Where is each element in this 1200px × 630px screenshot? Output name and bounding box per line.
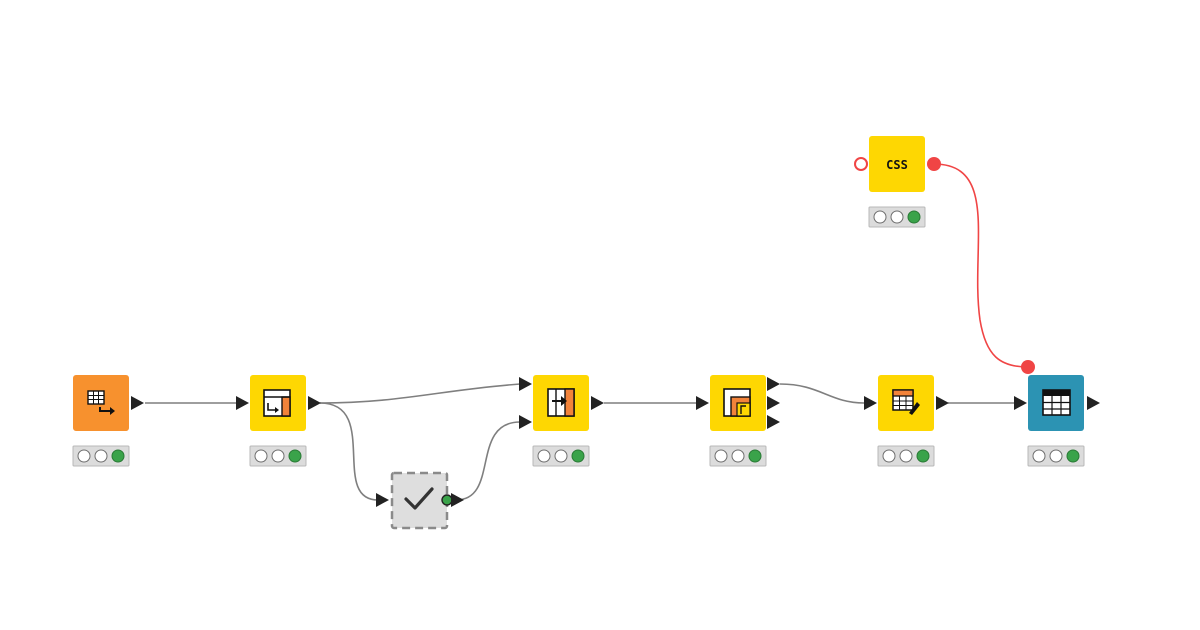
- output-port[interactable]: [591, 396, 604, 410]
- node-table-editor[interactable]: [864, 375, 949, 467]
- output-port[interactable]: [451, 493, 464, 507]
- column-filter-icon: [263, 389, 291, 417]
- input-port-top[interactable]: [519, 377, 532, 391]
- flow-status-dot: [441, 494, 453, 506]
- splitter-icon: [723, 388, 751, 417]
- node-css-editor[interactable]: CSS: [854, 136, 941, 228]
- flow-variable-input-port[interactable]: [1021, 360, 1035, 374]
- input-port[interactable]: [376, 493, 389, 507]
- connection-component-appender[interactable]: [455, 421, 521, 501]
- node-splitter[interactable]: [696, 375, 780, 467]
- flow-variable-input-port[interactable]: [854, 157, 868, 171]
- node-table-reader[interactable]: [72, 375, 144, 467]
- node-status-indicator: [877, 445, 935, 467]
- node-status-indicator: [72, 445, 130, 467]
- node-column-filter[interactable]: [236, 375, 321, 467]
- input-port[interactable]: [696, 396, 709, 410]
- node-status-indicator: [868, 206, 926, 228]
- output-port-1[interactable]: [767, 377, 780, 391]
- table-view-icon: [1042, 389, 1071, 416]
- table-editor-icon: [892, 389, 920, 415]
- css-icon: CSS: [886, 158, 908, 172]
- node-table-view[interactable]: [1014, 360, 1100, 467]
- connection-splitter-editor[interactable]: [779, 383, 865, 404]
- flow-variable-output-port[interactable]: [927, 157, 941, 171]
- node-component[interactable]: [376, 471, 464, 530]
- input-port[interactable]: [864, 396, 877, 410]
- node-status-indicator: [1027, 445, 1085, 467]
- node-component-body[interactable]: [390, 471, 449, 530]
- output-port[interactable]: [308, 396, 321, 410]
- node-status-indicator: [709, 445, 767, 467]
- input-port-bottom[interactable]: [519, 415, 532, 429]
- column-appender-icon: [547, 388, 575, 417]
- output-port[interactable]: [1087, 396, 1100, 410]
- output-port[interactable]: [131, 396, 144, 410]
- connection-filter-component[interactable]: [319, 402, 379, 501]
- connection-filter-appender[interactable]: [319, 383, 521, 404]
- node-status-indicator: [249, 445, 307, 467]
- connections: [145, 163, 1029, 501]
- output-port-2[interactable]: [767, 396, 780, 410]
- flow-variable-connection-css-view[interactable]: [933, 163, 1029, 368]
- node-css-editor-body[interactable]: [869, 136, 925, 192]
- node-status-indicator: [532, 445, 590, 467]
- checkmark-icon: [404, 487, 434, 510]
- input-port[interactable]: [236, 396, 249, 410]
- output-port[interactable]: [936, 396, 949, 410]
- input-port[interactable]: [1014, 396, 1027, 410]
- table-reader-icon: [87, 390, 115, 415]
- output-port-3[interactable]: [767, 415, 780, 429]
- css-icon-text: CSS: [886, 158, 908, 172]
- node-column-appender[interactable]: [519, 375, 604, 467]
